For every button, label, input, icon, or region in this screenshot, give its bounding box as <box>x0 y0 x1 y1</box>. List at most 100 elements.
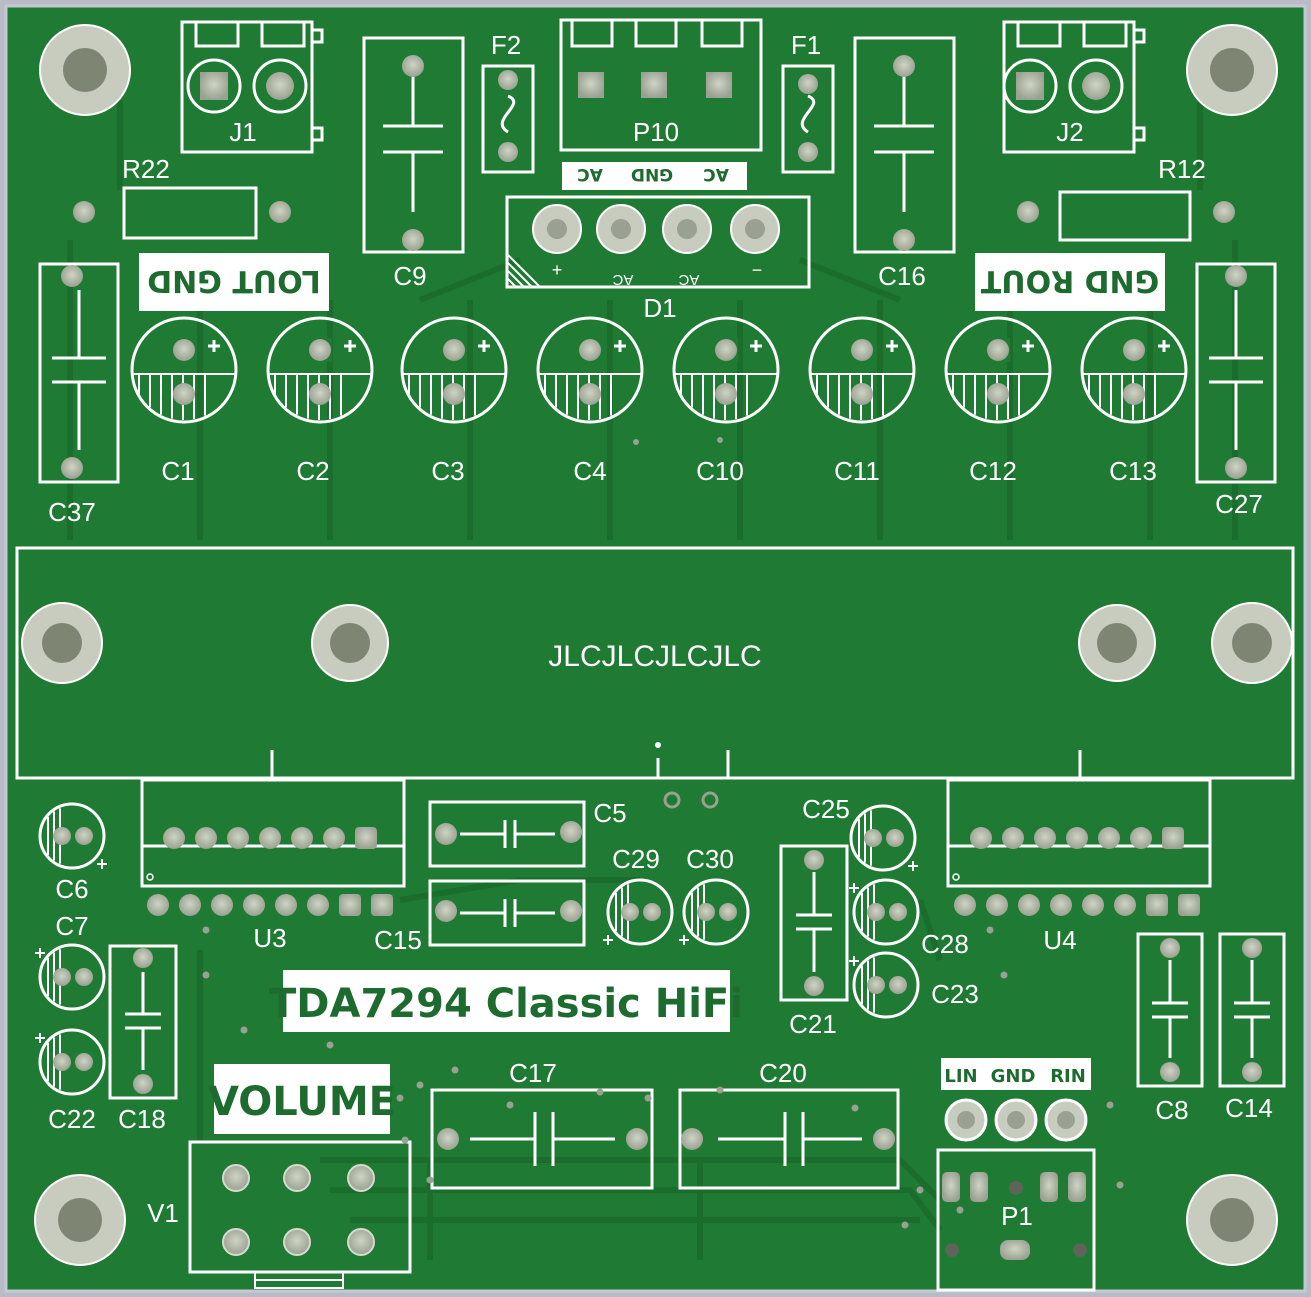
label-f2: F2 <box>491 30 521 60</box>
label-c8: C8 <box>1155 1095 1188 1125</box>
via <box>986 926 994 934</box>
electrolytic-cap <box>536 316 644 424</box>
via <box>916 1186 924 1194</box>
label-c5: C5 <box>593 798 626 828</box>
ic-pad <box>1130 827 1152 849</box>
connector-j2 <box>1002 20 1146 154</box>
ic-pad <box>986 894 1008 916</box>
ic-pad <box>1098 827 1120 849</box>
capacitor-c15 <box>428 879 586 947</box>
ic-pad <box>227 827 249 849</box>
electrolytic-cap <box>808 316 916 424</box>
lout-gnd-block <box>139 253 329 311</box>
ic-pad <box>1066 827 1088 849</box>
ic-u3 <box>140 778 406 916</box>
label-c11: C11 <box>834 456 880 486</box>
power-pin-gnd: GND <box>631 164 673 184</box>
ic-pad <box>1178 894 1200 916</box>
label-u4: U4 <box>1043 925 1076 955</box>
label-c22: C22 <box>48 1104 96 1134</box>
label-c7: C7 <box>55 911 88 941</box>
label-p1: P1 <box>1001 1201 1033 1231</box>
ic-pad <box>147 894 169 916</box>
label-c14: C14 <box>1225 1093 1273 1123</box>
capacitor-c5 <box>428 800 586 868</box>
via <box>1106 1101 1114 1109</box>
ic-pad <box>339 894 361 916</box>
bridge-pin-minus: − <box>752 260 763 280</box>
label-c3: C3 <box>431 456 464 486</box>
ic-pad <box>291 827 313 849</box>
small-electrolytic-cap <box>35 1028 106 1096</box>
label-c29: C29 <box>612 844 660 874</box>
electrolytic-cap <box>130 316 238 424</box>
electrolytic-cap <box>1080 316 1188 424</box>
volume-block <box>214 1064 390 1134</box>
label-c18: C18 <box>118 1104 166 1134</box>
power-pin-ac2: AC <box>577 164 603 184</box>
ic-pad <box>1034 827 1056 849</box>
ic-pad <box>1146 894 1168 916</box>
electrolytic-cap <box>266 316 374 424</box>
power-pins-block <box>562 162 747 190</box>
capacitor-c27 <box>1195 262 1277 484</box>
small-electrolytic-cap <box>849 804 918 872</box>
label-c28: C28 <box>921 929 969 959</box>
label-u3: U3 <box>253 923 286 953</box>
input-pin-gnd: GND <box>991 1066 1036 1087</box>
resistor-r22 <box>73 186 291 240</box>
via <box>956 1206 964 1214</box>
label-r22: R22 <box>122 154 170 184</box>
label-c30: C30 <box>686 844 734 874</box>
ic-pad <box>163 827 185 849</box>
via <box>596 1088 604 1096</box>
electrolytic-cap-row <box>130 316 1188 424</box>
electrolytic-cap <box>944 316 1052 424</box>
label-c12: C12 <box>969 456 1017 486</box>
input-pin-lin: LIN <box>944 1066 977 1087</box>
ic-pad <box>179 894 201 916</box>
audio-jack-p1[interactable] <box>936 1148 1096 1292</box>
label-c20: C20 <box>759 1058 807 1088</box>
ic-pad <box>970 827 992 849</box>
via <box>326 1041 334 1049</box>
ic-pad <box>1002 827 1024 849</box>
label-d1: D1 <box>643 293 676 323</box>
ic-pad <box>211 894 233 916</box>
heatsink-text: JLCJLCJLCJLC <box>548 640 761 673</box>
label-p10: P10 <box>633 117 679 147</box>
ic-pad <box>954 894 976 916</box>
via <box>451 1066 459 1074</box>
capacitor-c16 <box>853 36 956 254</box>
label-c1: C1 <box>161 456 194 486</box>
label-f1: F1 <box>791 30 821 60</box>
ic-pad <box>371 894 393 916</box>
connector-j1 <box>180 20 324 154</box>
via <box>1000 971 1008 979</box>
via <box>401 1136 409 1144</box>
potentiometer-v1[interactable] <box>188 1140 412 1289</box>
fuse-f1 <box>781 64 835 174</box>
label-j1: J1 <box>229 117 256 147</box>
input-pin-rin: RIN <box>1050 1066 1086 1087</box>
capacitor-c8 <box>1136 932 1204 1088</box>
via <box>396 1094 404 1102</box>
label-c13: C13 <box>1109 456 1157 486</box>
label-c37: C37 <box>48 497 96 527</box>
lout-gnd-text: LOUT GND <box>147 263 320 298</box>
ic-pad <box>243 894 265 916</box>
capacitor-c20 <box>678 1088 900 1190</box>
via <box>644 1094 652 1102</box>
resistor-r12 <box>1017 190 1235 242</box>
ic-pad <box>323 827 345 849</box>
electrolytic-cap <box>400 316 508 424</box>
heatsink-outline <box>15 546 1295 780</box>
capacitor-c18 <box>108 944 178 1100</box>
small-electrolytic-cap <box>35 943 106 1011</box>
small-electrolytic-caps <box>35 802 920 1096</box>
input-pins-block <box>941 1058 1091 1090</box>
vias <box>202 926 1124 1229</box>
capacitor-c14 <box>1218 932 1286 1088</box>
label-c15: C15 <box>374 925 422 955</box>
bridge-pin-ac2: AC <box>678 271 699 288</box>
